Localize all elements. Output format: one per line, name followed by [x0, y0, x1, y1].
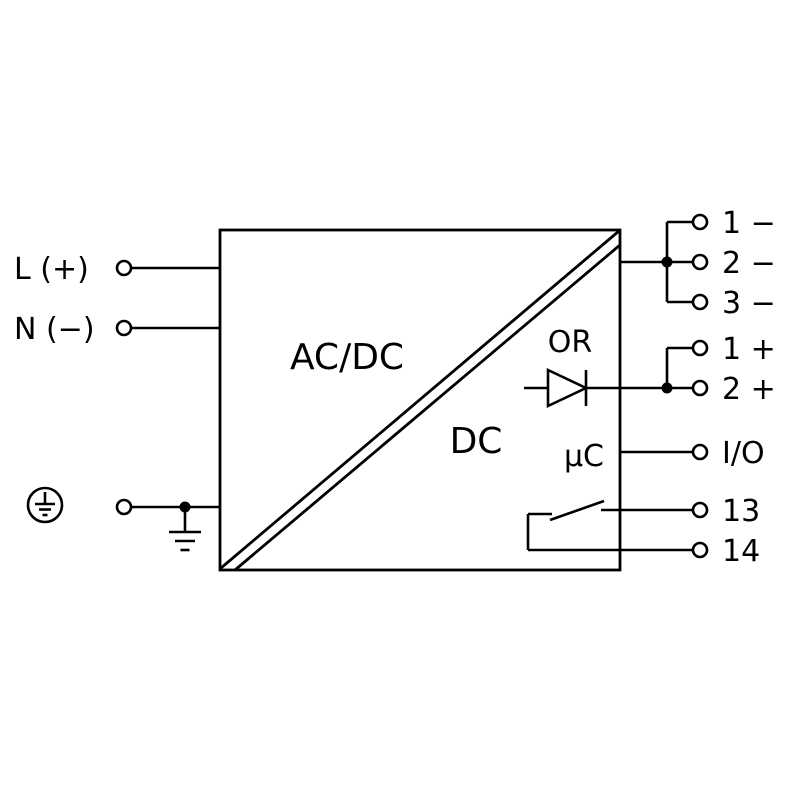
label-2-plus: 2 +: [722, 372, 776, 407]
neutral-input-label: N (−): [14, 312, 95, 347]
terminal-earth: [115, 498, 133, 516]
terminal-2-minus: [691, 253, 709, 271]
terminal-3-minus: [691, 293, 709, 311]
terminal-1-plus: [691, 339, 709, 357]
or-diode-icon: [524, 367, 667, 409]
label-1-plus: 1 +: [722, 332, 776, 367]
terminal-line: [115, 259, 133, 277]
diagonal-separator: [220, 229, 621, 572]
label-1-minus: 1 −: [722, 206, 776, 241]
label-io: I/O: [722, 436, 765, 471]
acdc-label: AC/DC: [290, 337, 404, 378]
terminal-io: [691, 443, 709, 461]
relay-contact-icon: [526, 499, 693, 552]
label-14: 14: [722, 534, 760, 569]
terminal-14: [691, 541, 709, 559]
junction-dot-plus: [661, 382, 673, 394]
protective-earth-icon: [26, 486, 64, 524]
or-label: OR: [548, 325, 592, 360]
converter-block: [218, 228, 622, 572]
uc-label: µC: [564, 439, 604, 474]
terminal-neutral: [115, 319, 133, 337]
label-2-minus: 2 −: [722, 246, 776, 281]
terminal-13: [691, 501, 709, 519]
label-3-minus: 3 −: [722, 286, 776, 321]
minus-output-wires: [620, 220, 693, 304]
ground-icon: [169, 507, 201, 552]
terminal-1-minus: [691, 213, 709, 231]
terminal-2-plus: [691, 379, 709, 397]
dc-label: DC: [450, 421, 503, 462]
junction-dot-minus: [661, 256, 673, 268]
label-13: 13: [722, 494, 760, 529]
line-input-label: L (+): [14, 252, 89, 287]
plus-output-wires: [665, 346, 693, 390]
